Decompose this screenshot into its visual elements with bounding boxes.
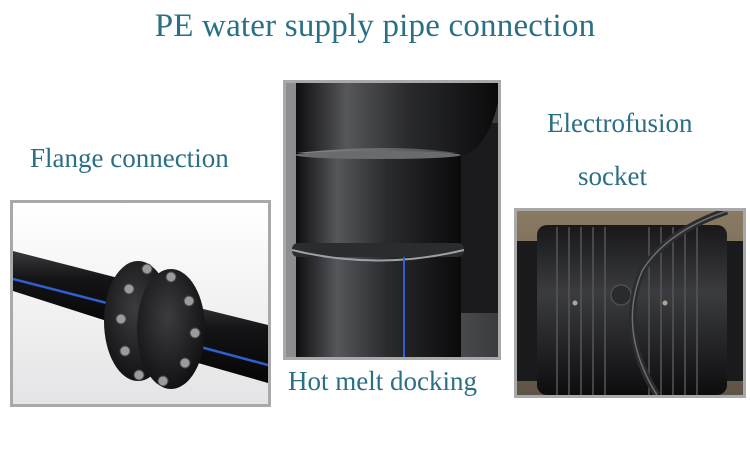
hot-melt-pipe-illustration <box>286 83 498 357</box>
hot-melt-docking-photo <box>283 80 501 360</box>
hot-melt-caption: Hot melt docking <box>288 366 477 396</box>
electrofusion-caption-line1: Electrofusion <box>547 108 693 138</box>
flange-pipe-illustration <box>13 203 268 404</box>
electrofusion-caption-line2: socket <box>578 161 647 191</box>
flange-caption: Flange connection <box>30 143 229 173</box>
electrofusion-socket-photo <box>514 208 746 398</box>
page-title: PE water supply pipe connection <box>154 8 596 44</box>
flange-connection-photo <box>10 200 271 407</box>
electrofusion-socket-illustration <box>517 211 743 395</box>
